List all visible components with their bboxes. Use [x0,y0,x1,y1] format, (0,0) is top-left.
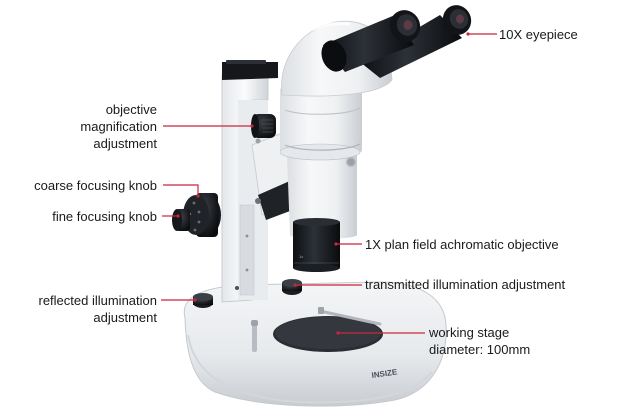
label-reflected-illumination: reflected illumination adjustment [38,293,157,325]
leader-lines [161,33,497,334]
svg-text:1x: 1x [299,254,303,259]
label-objective: 1X plan field achromatic objective [365,237,559,252]
leader-dots [176,32,470,335]
stage-clip-left [251,320,258,352]
label-eyepiece: 10X eyepiece [499,27,578,42]
label-objective-magnification: objective magnification adjustment [80,102,157,151]
label-transmitted-illumination: transmitted illumination adjustment [365,277,566,292]
eyepiece-tubes [321,5,472,78]
label-coarse-focus: coarse focusing knob [34,178,157,193]
stage-clip-right [318,307,382,326]
fine-focus-knob [172,209,190,231]
label-fine-focus: fine focusing knob [52,209,157,224]
magnification-knob [251,114,276,138]
label-working-stage: working stage diameter: 100mm [429,325,531,357]
leader-coarse-focus [163,184,199,196]
objective-lens: 1x [293,218,340,272]
reflected-illumination-knob [193,293,213,308]
coarse-focus-knob [183,193,221,237]
brand-logo-text: INSIZE [371,367,398,380]
transmitted-illumination-knob [282,279,302,295]
zoom-body [279,82,362,239]
